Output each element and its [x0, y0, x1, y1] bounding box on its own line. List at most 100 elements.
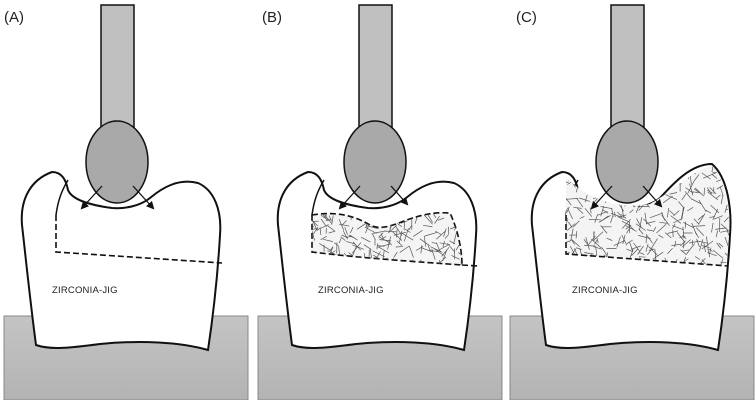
crack-line [584, 252, 594, 255]
crack-line [659, 221, 668, 224]
crack-line [674, 240, 677, 248]
crack-line [584, 194, 588, 203]
crack-line [638, 228, 644, 235]
crack-line [669, 192, 678, 195]
crack-line [685, 166, 689, 172]
crack-line [720, 223, 730, 232]
crack-line [327, 250, 337, 256]
crack-line [680, 249, 687, 256]
crack-line [724, 236, 729, 246]
crack-line [667, 247, 673, 255]
crack-line [591, 238, 602, 249]
crack-line [395, 225, 403, 236]
indenter-ball [595, 120, 659, 204]
crack-line [328, 215, 332, 222]
crack-line [639, 252, 645, 255]
crack-line [655, 183, 658, 198]
crack-line [356, 222, 367, 230]
crack-line [341, 220, 347, 227]
crack-line [718, 242, 724, 248]
crack-line [650, 238, 658, 250]
crack-line [372, 230, 387, 234]
crack-line [724, 204, 728, 213]
crack-line [600, 225, 608, 234]
crack-line [687, 207, 694, 212]
crack-line [709, 215, 715, 219]
crack-line [644, 212, 648, 225]
panel-c-label: (C) [516, 9, 537, 26]
crack-line [377, 245, 385, 247]
crack-line [606, 237, 613, 241]
crack-line [669, 177, 672, 186]
crack-line [696, 238, 700, 248]
crack-line [668, 166, 677, 169]
crack-line [709, 247, 712, 254]
crack-line [566, 198, 579, 200]
indenter-ball [343, 120, 407, 204]
crack-line [579, 164, 588, 166]
panel-a-label: (A) [4, 9, 24, 26]
crack-line [711, 222, 714, 233]
crack-line [396, 229, 398, 238]
indenter-stem [610, 4, 645, 130]
crack-line [316, 224, 329, 231]
crack-line [665, 169, 673, 172]
crack-line [431, 248, 436, 260]
crack-line [663, 166, 670, 172]
crack-line [679, 236, 686, 238]
crack-line [619, 214, 627, 218]
crack-line [665, 166, 673, 169]
crack-line [312, 227, 319, 232]
crack-line [363, 244, 372, 250]
crack-line [681, 234, 687, 240]
crack-line [593, 246, 603, 250]
crack-line [567, 181, 572, 185]
crack-line [571, 239, 575, 245]
crack-line [666, 173, 673, 187]
crack-line [649, 212, 663, 219]
crack-line [577, 166, 581, 169]
crack-line [631, 248, 639, 256]
crack-line [392, 231, 403, 241]
crack-line [594, 214, 598, 223]
crack-line [588, 183, 595, 192]
crack-line [453, 232, 457, 245]
crack-line [601, 247, 608, 257]
crack-line [711, 166, 714, 173]
crack-line [648, 248, 655, 251]
crack-line [630, 245, 641, 250]
crack-line [658, 234, 664, 239]
crack-line [656, 180, 662, 189]
crack-line [566, 180, 569, 183]
crack-line [419, 238, 430, 247]
crack-line [579, 180, 583, 187]
crack-line [567, 207, 573, 220]
crack-line [424, 231, 438, 237]
crack-line [585, 177, 593, 185]
crack-line [579, 197, 590, 202]
tooth-groove [311, 179, 325, 216]
crack-line [571, 160, 575, 165]
crack-line [699, 239, 704, 251]
crack-line [723, 173, 730, 184]
crack-line [592, 231, 604, 241]
crack-line [697, 240, 708, 244]
panel-a: (A) ZIRCONIA-JIG [3, 4, 249, 400]
crack-line [731, 154, 735, 163]
crack-line [584, 166, 588, 180]
jig-label: ZIRCONIA-JIG [318, 285, 384, 296]
crack-line [598, 215, 611, 223]
crack-line [632, 202, 647, 204]
crack-line [575, 247, 582, 251]
crack-line [312, 220, 314, 225]
crack-line [566, 206, 570, 214]
crack-line [352, 244, 365, 250]
crack-line [693, 218, 700, 225]
crack-line [715, 194, 721, 199]
crack-line [678, 201, 684, 208]
crack-line [574, 171, 578, 178]
crack-line [621, 234, 628, 246]
crack-line [652, 188, 659, 196]
crack-line [646, 235, 653, 244]
